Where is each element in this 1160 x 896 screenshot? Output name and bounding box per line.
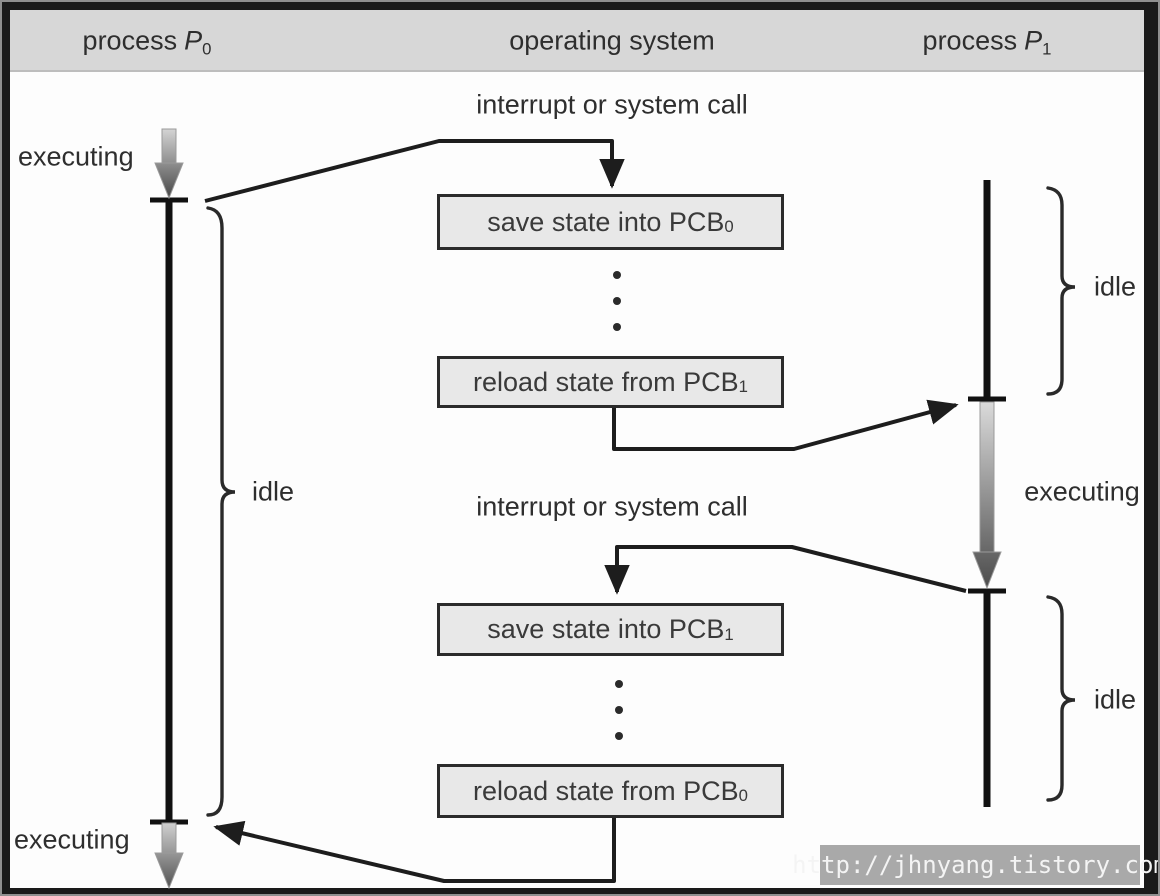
header-p0-var: P — [184, 25, 203, 56]
box-reload-state-pcb1-text: reload state from PCB — [473, 366, 739, 397]
box-save-state-pcb1-text: save state into PCB — [487, 614, 725, 644]
brace-idle-p1-bottom — [1046, 595, 1076, 802]
p0-timeline — [150, 197, 188, 825]
ellipsis-dots-bottom — [615, 680, 623, 740]
ellipsis-dots-top — [613, 271, 621, 331]
label-idle-p0: idle — [252, 476, 295, 507]
header-p1-word: process — [922, 25, 1018, 56]
header-p1-sub: 1 — [1042, 39, 1052, 59]
header-band — [10, 10, 1144, 72]
box-reload-state-pcb0-text: reload state from PCB — [473, 775, 739, 806]
label-executing-p0-top: executing — [18, 141, 134, 172]
brace-idle-p1-top — [1046, 186, 1076, 396]
p1-timeline — [968, 180, 1006, 807]
watermark: http://jhnyang.tistory.com — [792, 845, 1158, 885]
header-p0-sub: 0 — [202, 39, 212, 59]
label-executing-p1: executing — [1024, 476, 1140, 507]
connector-p0-to-save-pcb0 — [204, 139, 625, 203]
connector-p1-to-save-pcb1 — [604, 545, 967, 595]
p0-executing-arrow-top — [154, 128, 184, 200]
connector-reload-pcb1-to-p1 — [612, 399, 959, 451]
connector-reload-pcb0-to-p0 — [213, 818, 616, 883]
label-idle-p1-top: idle — [1094, 271, 1137, 302]
p1-executing-arrow — [972, 401, 1002, 590]
brace-idle-p0 — [206, 206, 236, 817]
label-interrupt-top: interrupt or system call — [476, 89, 748, 120]
header-operating-system: operating system — [509, 25, 715, 56]
header-p1-var: P — [1024, 25, 1043, 56]
header-p0-word: process — [82, 25, 178, 56]
p0-executing-arrow-bottom — [154, 822, 184, 890]
label-interrupt-bottom: interrupt or system call — [476, 491, 748, 522]
label-idle-p1-bottom: idle — [1094, 684, 1137, 715]
label-executing-p0-bottom: executing — [14, 824, 130, 855]
diagram-canvas — [10, 10, 1144, 888]
box-save-state-pcb0-text: save state into PCB — [487, 206, 725, 237]
